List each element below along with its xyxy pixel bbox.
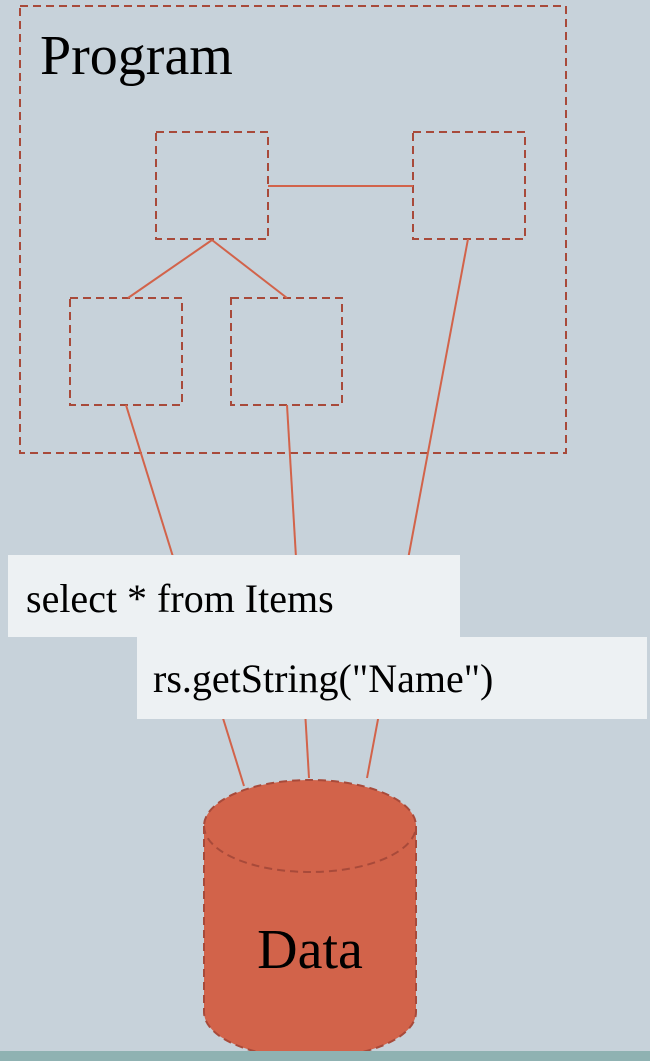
connector-to-bottom-left xyxy=(127,239,213,299)
sql-query-box: select * from Items xyxy=(8,555,460,637)
program-label: Program xyxy=(40,25,233,87)
program-container xyxy=(19,5,567,454)
connector-to-bottom-middle xyxy=(211,239,288,299)
database-label: Data xyxy=(257,919,363,981)
component-box-top-left xyxy=(155,131,269,240)
sql-query-text: select * from Items xyxy=(26,576,334,621)
result-accessor-text: rs.getString("Name") xyxy=(153,656,494,701)
component-box-bottom-middle xyxy=(230,297,343,406)
component-box-top-right xyxy=(412,131,526,240)
database-cylinder-rim xyxy=(203,825,417,873)
component-box-bottom-left xyxy=(69,297,183,406)
result-accessor-box: rs.getString("Name") xyxy=(137,637,647,719)
database-cylinder-body xyxy=(203,779,417,1059)
bottom-bar xyxy=(0,1051,650,1061)
